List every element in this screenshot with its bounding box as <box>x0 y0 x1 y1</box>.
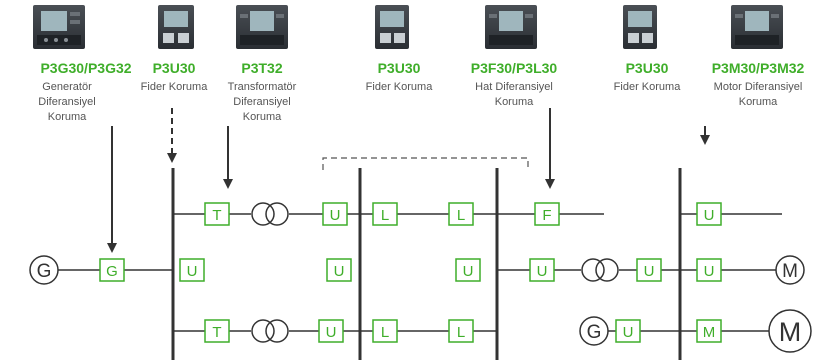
relay-device-icon <box>236 5 288 49</box>
protection-box-l: L <box>448 319 474 343</box>
protection-box-u: U <box>179 258 205 282</box>
svg-text:U: U <box>644 263 655 280</box>
svg-text:U: U <box>623 324 634 341</box>
relay-name: P3M30/P3M32 <box>711 60 805 76</box>
protection-box-u: U <box>318 319 344 343</box>
svg-text:G: G <box>587 322 602 343</box>
svg-text:G: G <box>106 263 118 280</box>
protection-box-f: F <box>534 202 560 226</box>
svg-text:G: G <box>37 261 52 282</box>
relay-desc: Generatör Diferansiyel Koruma <box>38 81 96 123</box>
svg-text:M: M <box>782 261 798 282</box>
relay-device-icon <box>375 5 409 49</box>
svg-text:F: F <box>542 207 551 224</box>
relay-device-icon <box>158 5 194 49</box>
svg-text:U: U <box>330 207 341 224</box>
protection-box-u: U <box>326 258 352 282</box>
relay-desc: Fider Koruma <box>140 81 208 93</box>
protection-box-u: U <box>455 258 481 282</box>
relay-desc: Fider Koruma <box>613 81 681 93</box>
protection-box-g: G <box>99 258 125 282</box>
protection-box-u: U <box>615 319 641 343</box>
protection-box-u: U <box>696 202 722 226</box>
relay-name: P3F30/P3L30 <box>470 60 558 76</box>
svg-text:U: U <box>704 263 715 280</box>
svg-text:U: U <box>463 263 474 280</box>
svg-text:T: T <box>212 324 221 341</box>
relay-device-icon <box>731 5 783 49</box>
relay-device-icon <box>485 5 537 49</box>
relay-name: P3U30 <box>152 60 196 76</box>
relay-desc: Hat Diferansiyel Koruma <box>475 81 553 108</box>
relay-name: P3U30 <box>377 60 421 76</box>
protection-box-u: U <box>322 202 348 226</box>
protection-box-t: T <box>204 319 230 343</box>
svg-text:U: U <box>704 207 715 224</box>
relay-desc: Transformatör Diferansiyel Koruma <box>227 81 297 123</box>
svg-text:L: L <box>381 324 389 341</box>
svg-text:L: L <box>457 207 465 224</box>
generator-icon: G <box>579 316 609 346</box>
protection-box-l: L <box>372 202 398 226</box>
relay-desc: Motor Diferansiyel Koruma <box>713 81 803 108</box>
relay-device-icon <box>33 5 85 49</box>
relay-device-icon <box>623 5 657 49</box>
protection-box-l: L <box>448 202 474 226</box>
svg-text:L: L <box>457 324 465 341</box>
protection-box-u: U <box>696 258 722 282</box>
transformer-icon <box>251 202 289 226</box>
svg-text:M: M <box>703 324 716 341</box>
svg-text:U: U <box>326 324 337 341</box>
protection-box-u: U <box>529 258 555 282</box>
bus-bracket-dashed <box>322 157 529 170</box>
protection-box-t: T <box>204 202 230 226</box>
relay-name: P3T32 <box>241 60 283 76</box>
relay-desc: Fider Koruma <box>365 81 433 93</box>
svg-text:U: U <box>187 263 198 280</box>
motor-icon: M <box>768 309 812 353</box>
transformer-icon <box>251 319 289 343</box>
svg-text:U: U <box>334 263 345 280</box>
relay-name: P3G30/P3G32 <box>40 60 132 76</box>
connection-lines <box>58 213 782 332</box>
protection-box-l: L <box>372 319 398 343</box>
protection-box-u: U <box>636 258 662 282</box>
relay-name: P3U30 <box>625 60 669 76</box>
transformer-icon <box>581 258 619 282</box>
svg-text:T: T <box>212 207 221 224</box>
motor-icon: M <box>775 255 805 285</box>
generator-icon: G <box>29 255 59 285</box>
svg-text:L: L <box>381 207 389 224</box>
svg-text:U: U <box>537 263 548 280</box>
svg-text:M: M <box>779 317 802 347</box>
protection-box-m: M <box>696 319 722 343</box>
